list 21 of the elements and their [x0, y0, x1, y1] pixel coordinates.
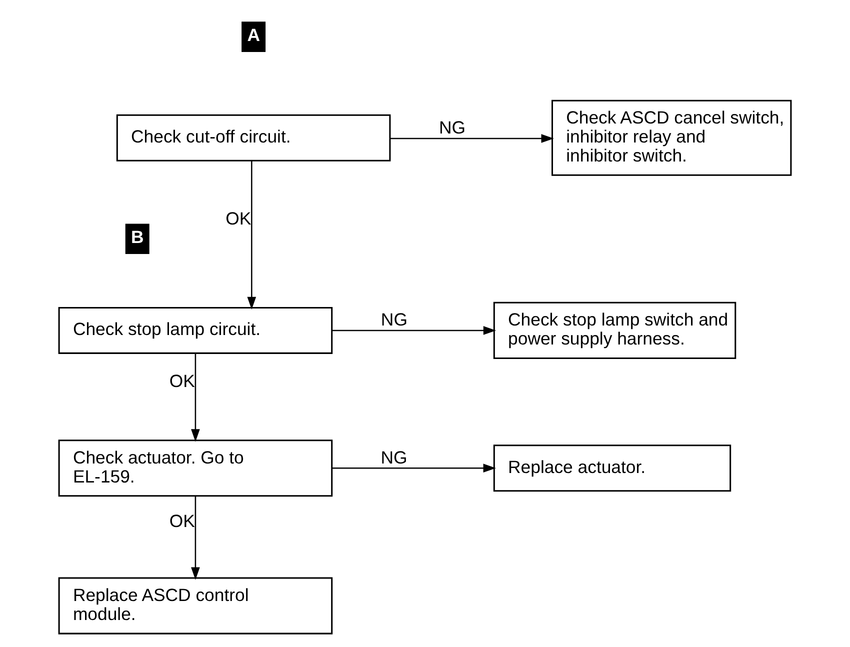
- node-box: Check cut-off circuit.: [116, 114, 391, 162]
- arrow: [332, 326, 496, 335]
- edge-label: NG: [380, 447, 408, 468]
- node-box: Check ASCD cancel switch, inhibitor relay and inhibitor switch.: [551, 100, 792, 176]
- node-box: Check actuator. Go to EL-159.: [58, 440, 333, 497]
- edge-label: NG: [439, 118, 466, 138]
- node-box: Replace actuator.: [493, 444, 732, 492]
- node-box: Check stop lamp circuit.: [58, 306, 333, 354]
- edge-label: OK: [226, 208, 252, 228]
- node-box: Check stop lamp switch and power supply harness.: [493, 302, 736, 359]
- label: B: [131, 226, 144, 247]
- node-box: Replace ASCD control module.: [58, 577, 333, 634]
- arrow: [332, 464, 496, 473]
- edge-label: OK: [169, 511, 195, 532]
- arrow: [247, 160, 256, 310]
- edge-label: OK: [169, 370, 195, 391]
- label: A: [247, 24, 260, 45]
- edge-label: NG: [380, 310, 408, 330]
- arrow: [191, 496, 200, 580]
- arrow: [390, 134, 554, 143]
- arrow: [191, 354, 200, 442]
